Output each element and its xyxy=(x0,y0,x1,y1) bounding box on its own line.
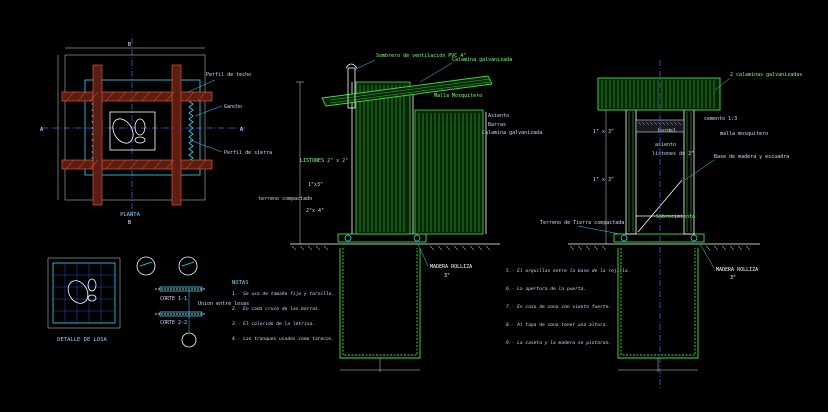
plan-beam-top xyxy=(61,91,213,102)
note-3: 3.- El colorido de la letrina. xyxy=(231,321,315,327)
note-4: 4.- Las tranques usados como tarecos. xyxy=(232,336,334,342)
right-base-slab xyxy=(613,233,705,243)
slab-joint-label: Union entre losas xyxy=(198,301,249,307)
plan-beam-left xyxy=(92,64,103,206)
plan-frame xyxy=(84,79,201,176)
right-label-compacted: Terreno de Tierra compactada xyxy=(540,220,624,226)
left-wall-door xyxy=(414,109,484,235)
left-label-bar: Barras xyxy=(488,122,506,128)
left-label-wood-log: MADERA ROLLIZA xyxy=(430,264,472,270)
notes-right: 5.- El orquillas entre la base de la rej… xyxy=(506,268,630,346)
slab-detail-circle-1 xyxy=(136,256,156,276)
slab-outline xyxy=(52,262,116,324)
right-label-seat-cap: asiento xyxy=(655,142,676,148)
left-vent-pipe xyxy=(347,67,356,109)
plan-slab xyxy=(109,111,156,151)
right-label-galv-sheets: 2 calaminas galvanizadas xyxy=(730,72,802,78)
right-label-wood-log: MADERA ROLLIZA xyxy=(716,267,758,273)
left-label-galv-sheet: Calamina galvanizada xyxy=(452,57,512,63)
section-left: Sombrero de ventilación PVC 4" Calamina … xyxy=(258,52,542,372)
slab-cut-2-label: CORTE 2-2 xyxy=(160,320,187,326)
right-label-dim-2: 1" x 3" xyxy=(593,177,614,183)
slab-title: DETALLE DE LOSA xyxy=(57,337,107,343)
left-label-galv-roof: Calamina galvanizada xyxy=(482,130,542,136)
plan-hole xyxy=(112,118,134,144)
plan-axis-a-right: A xyxy=(240,127,243,133)
note-8: 8.- Al tapa de zona tener una altura. xyxy=(506,322,608,328)
slab-hole xyxy=(67,280,89,304)
slab-detail: DETALLE DE LOSA CORTE 1-1 CORTE 2-2 Unio… xyxy=(47,256,249,348)
left-label-wood-log-dim: 3" xyxy=(444,273,450,279)
plan-axis-b-top: B xyxy=(128,42,131,48)
right-label-net: malla mosquitero xyxy=(720,131,768,137)
note-6: 6.- La apertura de la puerta. xyxy=(506,286,586,292)
left-wall-front xyxy=(355,81,411,235)
plan-label-hook: Gancho xyxy=(224,104,242,110)
plan-beam-bottom xyxy=(61,159,213,170)
right-label-dim-1: 1" x 3" xyxy=(593,129,614,135)
note-5: 5.- El orquillas entre la base de la rej… xyxy=(506,268,630,274)
right-label-plinth: Sobrecimiento xyxy=(656,214,695,220)
right-label-wood-wood: Base de madera y escuadra xyxy=(714,154,789,160)
note-9: 9.- La caseta y la madera se pintaran. xyxy=(506,340,611,346)
plan-axis-a-left: A xyxy=(40,127,43,133)
note-7: 7.- En caso de zona con viento fuerte. xyxy=(506,304,611,310)
notes-heading: NOTAS xyxy=(232,280,249,286)
left-label-seat: Asiento xyxy=(488,113,509,119)
slab-cut-1-label: CORTE 1-1 xyxy=(160,296,187,302)
left-label-compacted-earth: terreno compactado xyxy=(258,196,312,202)
right-pit-walls xyxy=(617,248,699,359)
plan-axis-b-bottom: B xyxy=(128,220,131,226)
left-label-wood-1: 2"x 4" xyxy=(306,208,324,214)
note-2: 2.- En cada cruce de las barras. xyxy=(232,306,321,312)
left-label-ventilation: Sombrero de ventilación PVC 4" xyxy=(376,52,466,59)
section-right: 2 calaminas galvanizadas cemento 1:3 mal… xyxy=(540,72,802,372)
left-label-mosquito-net: Malla Mosquitero xyxy=(434,93,482,99)
plan-view: A A B B Perfil de techo Gancho Perfil de… xyxy=(40,38,272,226)
plan-beam-right xyxy=(171,64,182,206)
notes-left: NOTAS 1.- Se usa de tamaño fijo y tornil… xyxy=(231,280,334,342)
right-label-wood-log-dim: 3" xyxy=(730,275,736,281)
plan-dimension-box xyxy=(64,54,206,201)
slab-detail-circle-2 xyxy=(178,256,198,276)
right-wall-left xyxy=(625,109,637,235)
plan-title: PLANTA xyxy=(120,212,141,218)
left-label-studs: LISTONES 2" x 2" xyxy=(300,158,348,164)
right-label-clamp: listones de 2" xyxy=(652,151,694,157)
left-label-dim-2x3: 1"x3" xyxy=(308,182,323,188)
right-roof xyxy=(597,77,721,111)
left-pit-walls xyxy=(339,248,421,359)
right-label-cement: cemento 1:3 xyxy=(704,116,737,122)
plan-label-roof-profile: Perfil de techo xyxy=(206,72,251,78)
right-label-border: bordel xyxy=(658,128,676,134)
note-1: 1.- Se usa de tamaño fijo y tornillo. xyxy=(232,291,334,297)
plan-label-steel-profile: Perfil de sierra xyxy=(224,150,272,156)
